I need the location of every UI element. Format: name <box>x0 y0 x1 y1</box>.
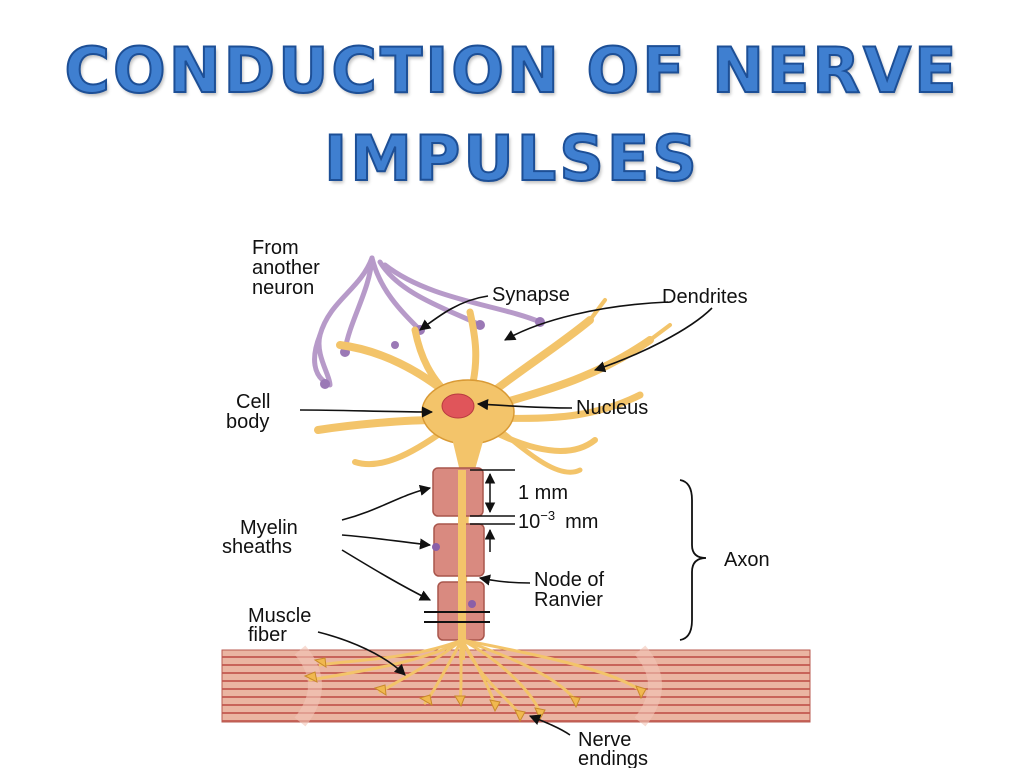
label-axon: Axon <box>724 549 770 571</box>
pointer-lines <box>299 295 713 736</box>
label-nucleus: Nucleus <box>576 397 648 419</box>
label-muscle-fiber: Muscle fiber <box>248 605 317 646</box>
axon-brace <box>679 479 707 641</box>
myelin-sheaths <box>432 467 485 641</box>
page-title-line-2: IMPULSES <box>323 122 700 195</box>
label-myelin-sheaths: Myelin sheaths <box>222 517 303 558</box>
label-dendrites: Dendrites <box>662 286 748 308</box>
label-from-another-neuron: From another neuron <box>252 237 325 299</box>
label-node-of-ranvier: Node of Ranvier <box>534 569 610 611</box>
page-title-line-1: CONDUCTION OF NERVE <box>64 34 960 107</box>
nucleus <box>441 393 475 419</box>
nerve-ending-terminals <box>303 657 647 723</box>
label-nerve-endings: Nerve endings <box>578 729 648 768</box>
measure-1mm <box>470 469 515 552</box>
label-1mm: 1 mm <box>518 482 568 504</box>
axon-break <box>424 611 490 623</box>
label-synapse: Synapse <box>492 284 570 306</box>
label-cell-body: Cell body <box>226 391 276 433</box>
